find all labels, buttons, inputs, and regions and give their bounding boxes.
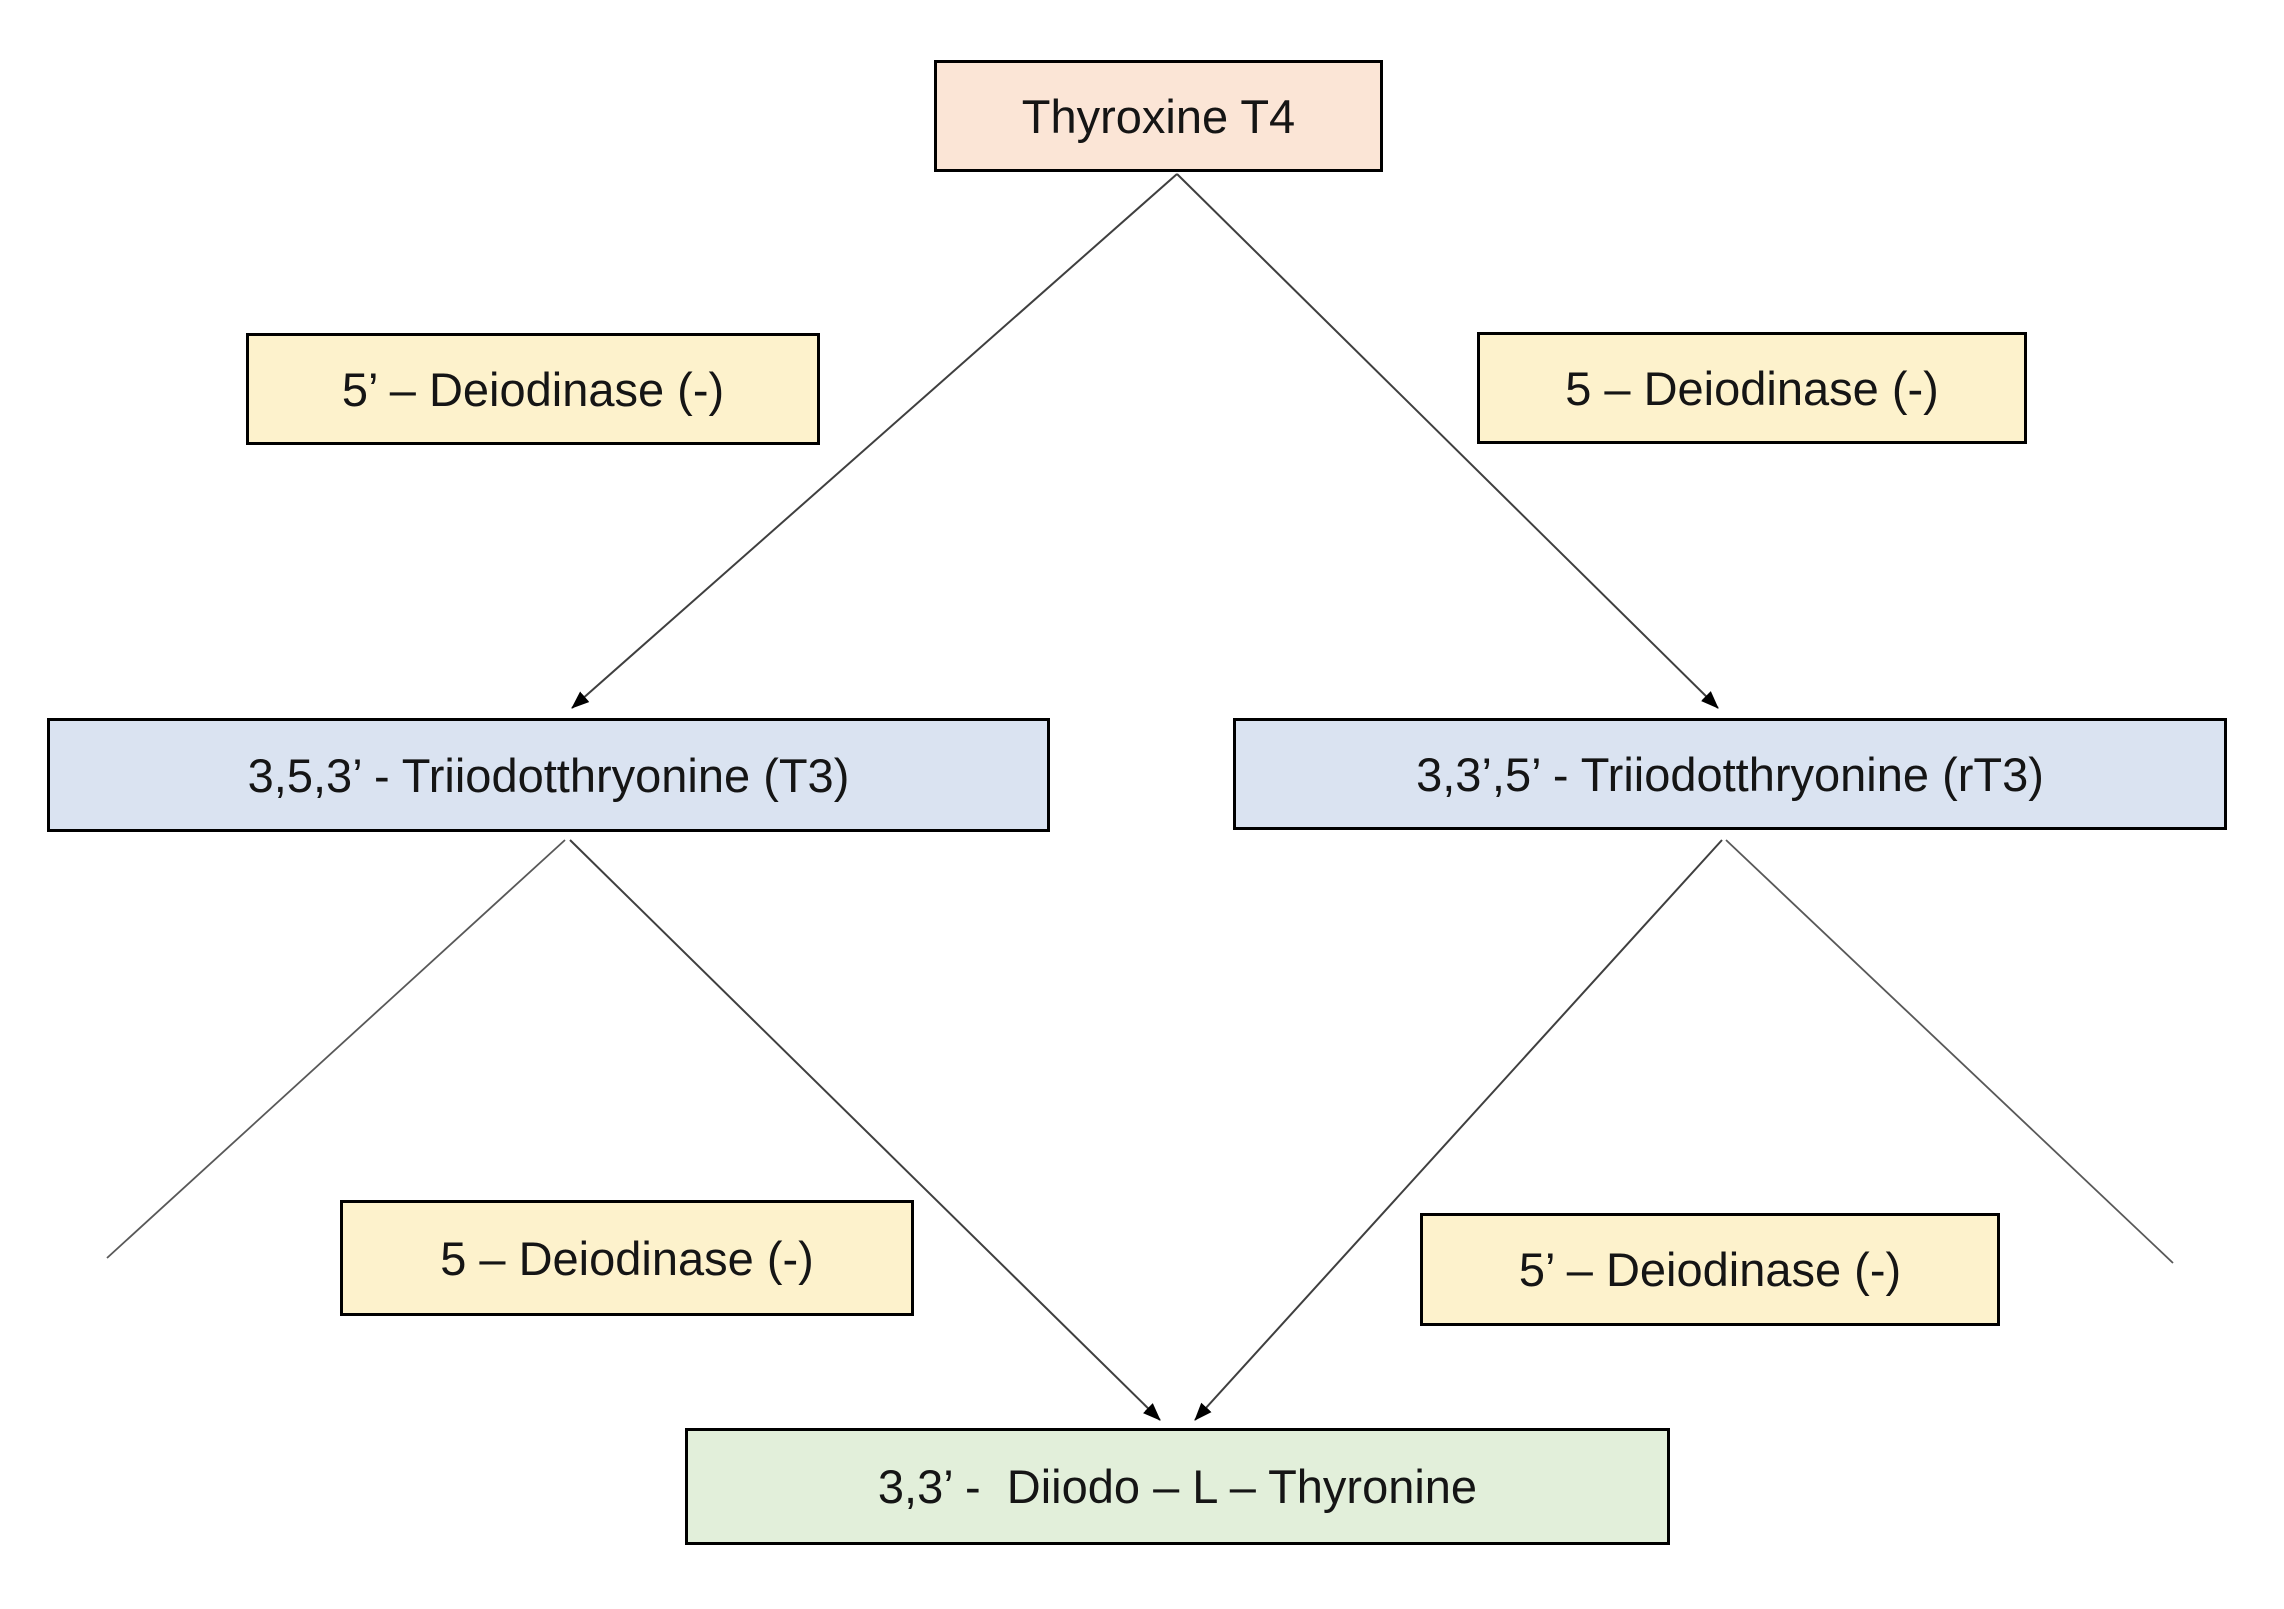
node-thyroxine-t4: Thyroxine T4	[934, 60, 1383, 172]
label-5prime-deiodinase-upper-left: 5’ – Deiodinase (-)	[246, 333, 820, 445]
edge-t3-open-end	[106, 839, 566, 1259]
edge-rt3-open-end	[1725, 839, 2174, 1264]
label-5-deiodinase-upper-right: 5 – Deiodinase (-)	[1477, 332, 2027, 444]
label-5-deiodinase-lower-left: 5 – Deiodinase (-)	[340, 1200, 914, 1316]
label-5prime-deiodinase-lower-right: 5’ – Deiodinase (-)	[1420, 1213, 2000, 1326]
node-diiodo-l-thyronine: 3,3’ - Diiodo – L – Thyronine	[685, 1428, 1670, 1545]
edge-t3-to-diiodothyronine	[569, 839, 1161, 1421]
node-triiodothyronine-t3: 3,5,3’ - Triiodotthryonine (T3)	[47, 718, 1050, 832]
node-reverse-triiodothyronine-rt3: 3,3’,5’ - Triiodotthryonine (rT3)	[1233, 718, 2227, 830]
edge-rt3-to-diiodothyronine	[1194, 839, 1723, 1421]
edge-t4-to-rt3	[1176, 173, 1719, 709]
edge-t4-to-t3	[571, 173, 1178, 709]
